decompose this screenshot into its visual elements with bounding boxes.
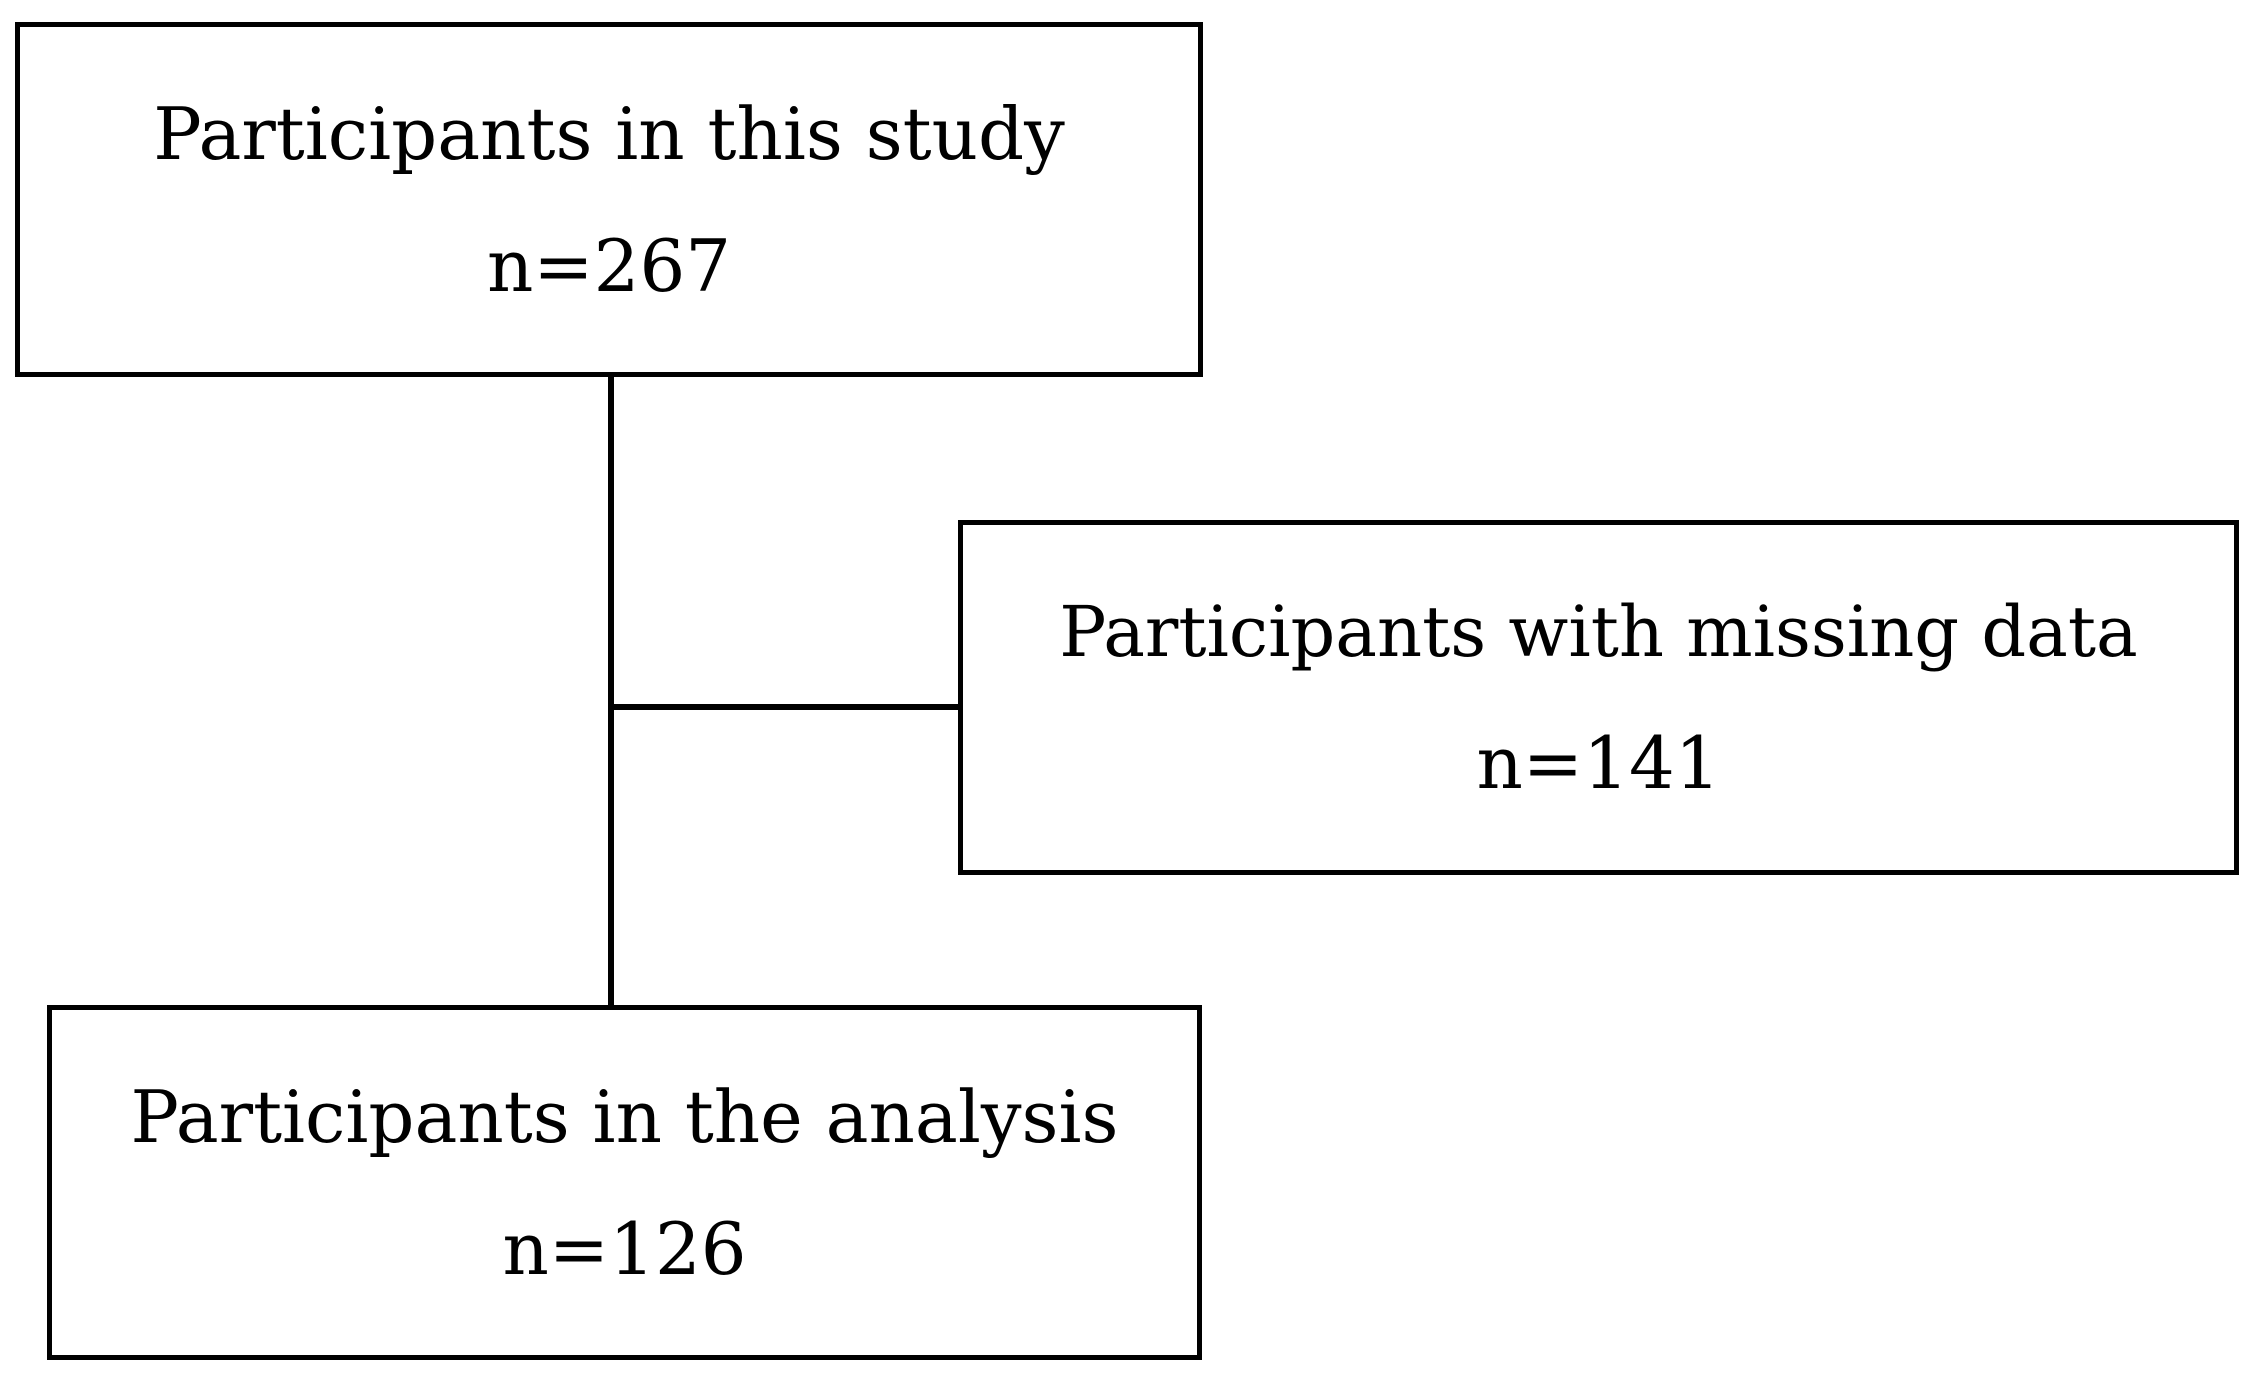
study-participants-label: Participants in this study: [153, 91, 1065, 176]
missing-data-box: Participants with missing data n=141: [958, 520, 2239, 875]
connector-branch-missing: [608, 704, 958, 710]
missing-data-label: Participants with missing data: [1059, 590, 2138, 673]
connector-vertical: [608, 377, 614, 1005]
analysis-participants-label: Participants in the analysis: [130, 1074, 1119, 1159]
analysis-participants-count: n=126: [502, 1206, 747, 1291]
study-participants-box: Participants in this study n=267: [15, 22, 1203, 377]
analysis-participants-box: Participants in the analysis n=126: [47, 1005, 1202, 1360]
study-participants-count: n=267: [486, 223, 732, 308]
missing-data-count: n=141: [1476, 720, 1721, 805]
